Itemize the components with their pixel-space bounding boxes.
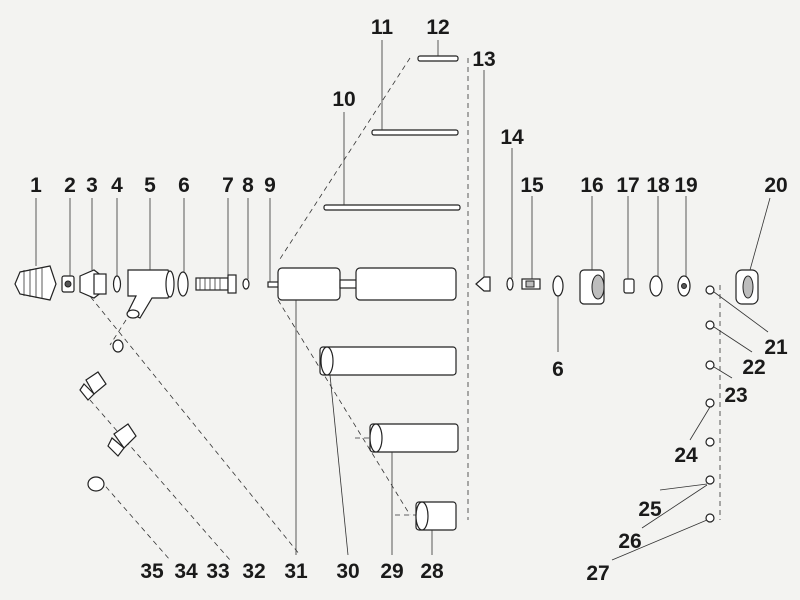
callout-35: 35: [140, 560, 164, 583]
part-19-washer: [677, 275, 691, 297]
small-nozzle-parts-21-27: [705, 285, 715, 523]
part-11-rod: [371, 129, 459, 136]
callout-9: 9: [264, 174, 276, 197]
callout-34: 34: [174, 560, 198, 583]
callout-19: 19: [674, 174, 697, 197]
callout-8: 8: [242, 174, 254, 197]
part-14-washer: [506, 277, 514, 291]
callout-28: 28: [420, 560, 444, 583]
callout-30: 30: [336, 560, 359, 583]
callout-18: 18: [646, 174, 670, 197]
callout-6-second: 6: [552, 358, 564, 381]
callout-15: 15: [520, 174, 544, 197]
part-30-long-threaded-tube: [319, 346, 457, 376]
part-33-adapter: [79, 371, 107, 401]
callout-2: 2: [64, 174, 76, 197]
callout-7: 7: [222, 174, 234, 197]
part-1-knurled-knob: [14, 265, 57, 301]
callout-12: 12: [426, 16, 449, 39]
part-15-valve-pin: [521, 278, 541, 290]
callout-17: 17: [616, 174, 639, 197]
callout-5: 5: [144, 174, 156, 197]
part-8-washer: [242, 278, 250, 290]
part-31-tube-assembly: [267, 267, 457, 301]
callout-13: 13: [472, 48, 495, 71]
callout-29: 29: [380, 560, 403, 583]
callout-33: 33: [206, 560, 229, 583]
callout-21: 21: [764, 336, 788, 359]
leader-lines: [35, 40, 771, 561]
callout-27: 27: [586, 562, 609, 585]
part-4-o-ring: [112, 275, 122, 293]
part-7-threaded-nozzle: [195, 274, 237, 294]
callout-22: 22: [742, 356, 765, 379]
part-32-o-ring: [112, 339, 124, 353]
part-34-adapter: [107, 423, 137, 457]
callout-10: 10: [332, 88, 355, 111]
callout-6: 6: [178, 174, 190, 197]
callout-20: 20: [764, 174, 787, 197]
part-18-ring: [649, 275, 663, 297]
part-2-nut: [61, 275, 75, 293]
part-10-long-rod: [323, 204, 461, 211]
part-29-threaded-tube: [369, 423, 459, 453]
callout-26: 26: [618, 530, 641, 553]
part-12-short-rod: [417, 55, 459, 62]
callout-31: 31: [284, 560, 308, 583]
part-3-fitting: [79, 269, 107, 299]
callout-14: 14: [500, 126, 524, 149]
part-6-o-ring: [177, 271, 189, 297]
callout-1: 1: [30, 174, 42, 197]
callout-3: 3: [86, 174, 98, 197]
part-5-y-connector: [126, 269, 175, 319]
part-16-union-nut: [579, 269, 605, 305]
part-35-seal: [87, 476, 105, 492]
callout-16: 16: [580, 174, 603, 197]
part-13-cone-tip: [475, 276, 491, 292]
part-20-cap-nut: [735, 269, 759, 305]
part-17-orifice-disc: [623, 278, 635, 294]
callout-25: 25: [638, 498, 662, 521]
part-6b-o-ring: [552, 275, 564, 297]
callout-24: 24: [674, 444, 698, 467]
callout-11: 11: [371, 16, 394, 39]
part-28-short-threaded-tube: [415, 501, 457, 531]
callout-32: 32: [242, 560, 265, 583]
callout-4: 4: [111, 174, 123, 197]
callout-labels: 1 2 3 4 5 6 7 8 9 10 11 12 13 14 15 16 1…: [30, 16, 788, 585]
callout-23: 23: [724, 384, 747, 407]
